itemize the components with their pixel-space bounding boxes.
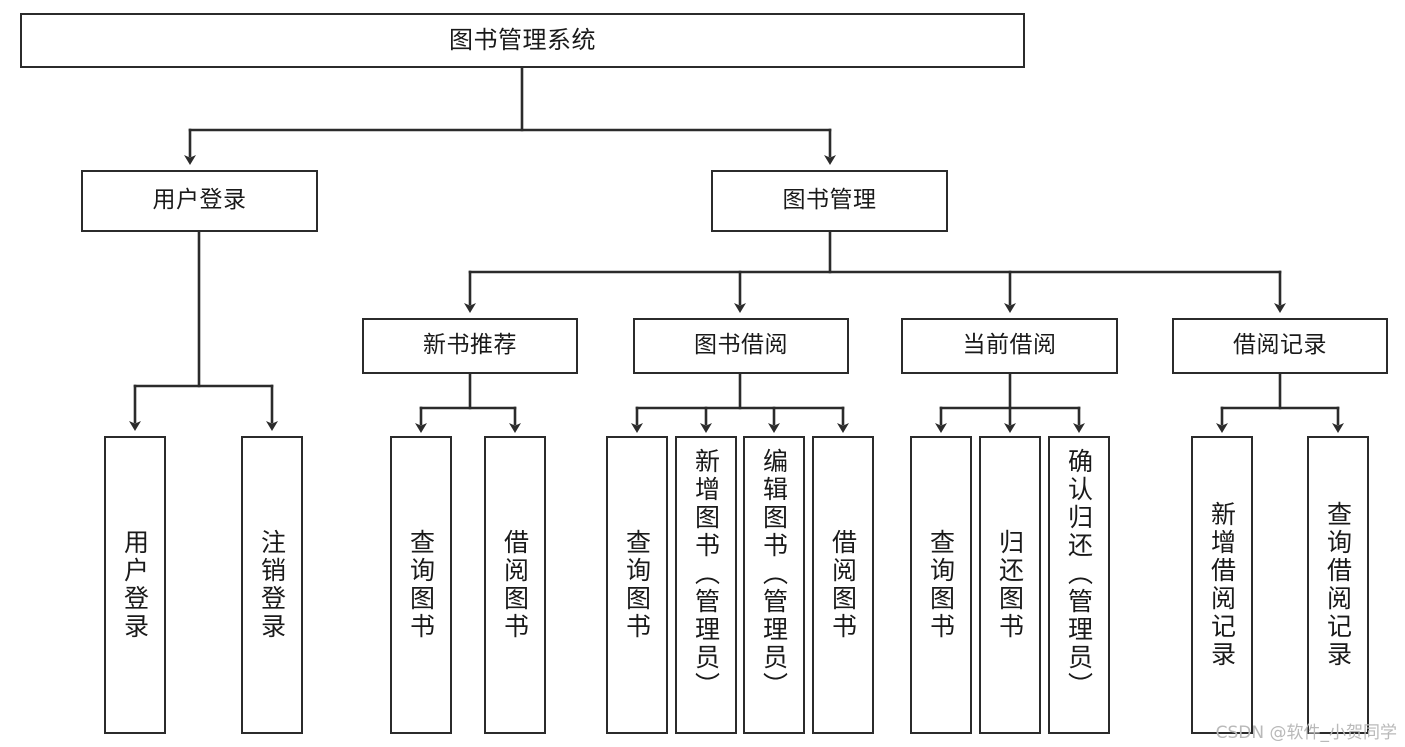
node-label: 新增借阅记录: [1207, 501, 1237, 669]
node-label: 用户登录: [152, 187, 247, 214]
leaf-query-book-borrow[interactable]: 查询图书: [606, 436, 668, 734]
node-label: 新书推荐: [423, 332, 517, 359]
node-label: 归还图书: [995, 529, 1025, 641]
node-label: 注销登录: [257, 529, 287, 641]
leaf-query-book-current[interactable]: 查询图书: [910, 436, 972, 734]
node-borrow-record[interactable]: 借阅记录: [1172, 318, 1388, 374]
node-label: 图书管理系统: [449, 26, 596, 55]
node-current-borrow[interactable]: 当前借阅: [901, 318, 1118, 374]
node-label: 查询图书: [622, 529, 652, 641]
node-label: 图书管理: [782, 187, 877, 214]
node-label: 新增图书（管理员）: [691, 448, 721, 700]
node-book-management[interactable]: 图书管理: [711, 170, 948, 232]
leaf-borrow-book-recommend[interactable]: 借阅图书: [484, 436, 546, 734]
node-user-login[interactable]: 用户登录: [81, 170, 318, 232]
leaf-query-book-recommend[interactable]: 查询图书: [390, 436, 452, 734]
node-label: 当前借阅: [962, 332, 1057, 359]
leaf-add-book-admin[interactable]: 新增图书（管理员）: [675, 436, 737, 734]
node-label: 查询图书: [926, 529, 956, 641]
leaf-edit-book-admin[interactable]: 编辑图书（管理员）: [743, 436, 805, 734]
node-label: 用户登录: [120, 529, 150, 641]
leaf-borrow-book[interactable]: 借阅图书: [812, 436, 874, 734]
leaf-confirm-return-admin[interactable]: 确认归还（管理员）: [1048, 436, 1110, 734]
node-new-book-recommend[interactable]: 新书推荐: [362, 318, 578, 374]
node-label: 查询借阅记录: [1323, 501, 1353, 669]
node-label: 确认归还（管理员）: [1064, 448, 1094, 700]
node-label: 编辑图书（管理员）: [759, 448, 789, 700]
leaf-user-login[interactable]: 用户登录: [104, 436, 166, 734]
leaf-logout-login[interactable]: 注销登录: [241, 436, 303, 734]
node-root-system[interactable]: 图书管理系统: [20, 13, 1025, 68]
node-book-borrow[interactable]: 图书借阅: [633, 318, 849, 374]
node-label: 借阅记录: [1233, 332, 1327, 359]
node-label: 借阅图书: [500, 529, 530, 641]
leaf-add-borrow-record[interactable]: 新增借阅记录: [1191, 436, 1253, 734]
node-label: 图书借阅: [694, 332, 788, 359]
node-label: 查询图书: [406, 529, 436, 641]
watermark-text: CSDN @软件_小贺同学: [1215, 723, 1397, 743]
leaf-return-book[interactable]: 归还图书: [979, 436, 1041, 734]
leaf-query-borrow-record[interactable]: 查询借阅记录: [1307, 436, 1369, 734]
node-label: 借阅图书: [828, 529, 858, 641]
